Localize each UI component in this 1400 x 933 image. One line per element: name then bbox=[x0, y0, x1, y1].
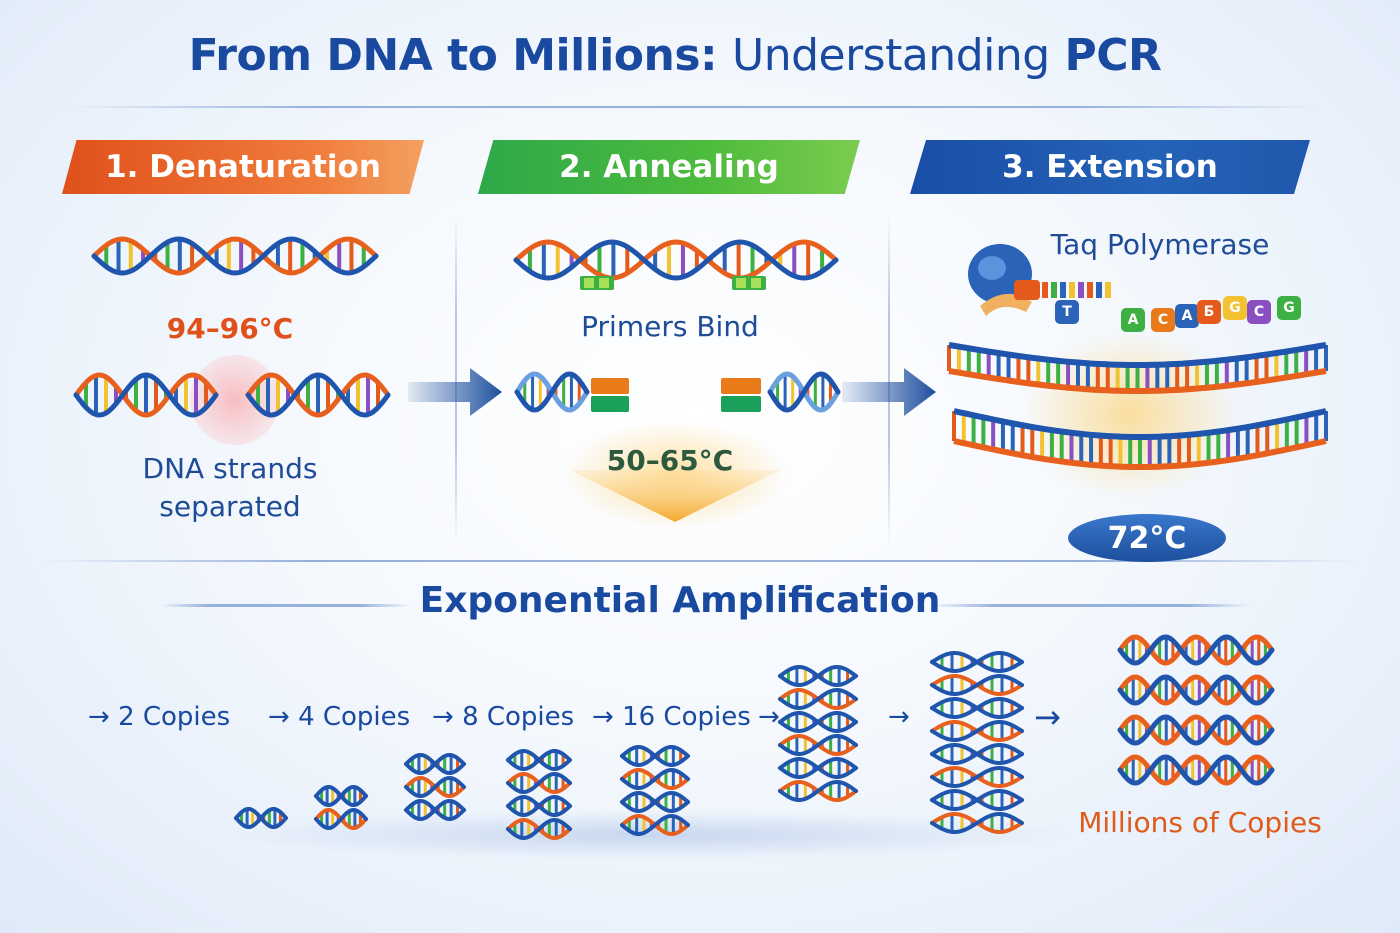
annealing-caption: Primers Bind bbox=[581, 310, 759, 343]
dna-copy-stack bbox=[404, 753, 466, 821]
annealing-temperature: 50–65°C bbox=[606, 444, 734, 477]
section-rule bbox=[40, 560, 1360, 562]
nucleotide-tile: T bbox=[1055, 300, 1079, 324]
arrow-right-icon bbox=[408, 368, 502, 416]
dna-millions-stack bbox=[1117, 634, 1275, 786]
single-strand-primer-right bbox=[721, 371, 841, 413]
dna-copy-stack bbox=[778, 665, 858, 802]
copy-count-16: → 16 Copies bbox=[592, 702, 751, 732]
amplification-heading: Exponential Amplification bbox=[419, 580, 941, 621]
heading-rule-right bbox=[930, 604, 1250, 607]
nucleotide-tile: G bbox=[1277, 296, 1301, 320]
nucleotide-tile: G bbox=[1223, 296, 1247, 320]
taq-polymerase-label: Taq Polymerase bbox=[1050, 228, 1270, 261]
arrow-right-icon: → bbox=[758, 702, 780, 732]
nucleotide-tile: A bbox=[1121, 308, 1145, 332]
dna-double-helix bbox=[91, 236, 379, 276]
copy-label: 16 Copies bbox=[622, 702, 751, 732]
title-part2: Understanding bbox=[731, 30, 1050, 81]
extending-strand-bottom bbox=[952, 408, 1328, 470]
dna-copy-stack bbox=[620, 745, 690, 836]
step-banner-annealing: 2. Annealing bbox=[478, 140, 860, 194]
title-part3: PCR bbox=[1064, 30, 1162, 81]
nucleotide-tile: C bbox=[1247, 300, 1271, 324]
copy-count-4: → 4 Copies bbox=[268, 702, 411, 732]
arrow-right-icon: → bbox=[1034, 698, 1061, 736]
arrow-right-icon: → bbox=[888, 702, 910, 732]
millions-caption: Millions of Copies bbox=[1078, 806, 1322, 839]
dna-copy-stack bbox=[506, 749, 572, 840]
step-banner-extension: 3. Extension bbox=[910, 140, 1310, 194]
extending-strand-top bbox=[947, 342, 1328, 394]
denaturation-caption: DNA strands separated bbox=[142, 452, 318, 523]
copy-count-2: → 2 Copies bbox=[88, 702, 231, 732]
dna-copy-stack bbox=[314, 785, 368, 830]
panel-divider bbox=[888, 215, 890, 545]
taq-polymerase-icon bbox=[968, 244, 1111, 316]
nucleotide-tile: A bbox=[1175, 304, 1199, 328]
dna-separating-helix bbox=[73, 372, 391, 418]
step-banner-denaturation: 1. Denaturation bbox=[62, 140, 424, 194]
panel-divider bbox=[455, 215, 457, 545]
nucleotide-tile: C bbox=[1151, 308, 1175, 332]
nucleotide-tile: Б bbox=[1197, 300, 1221, 324]
denaturation-temperature: 94–96°C bbox=[166, 312, 294, 345]
copy-count-8: → 8 Copies bbox=[432, 702, 575, 732]
dna-copy-stack bbox=[234, 807, 288, 829]
extension-temperature: 72°C bbox=[1068, 514, 1226, 562]
arrow-right-icon bbox=[842, 368, 936, 416]
title-part1: From DNA to Millions: bbox=[188, 30, 718, 81]
heading-rule-left bbox=[160, 604, 410, 607]
dna-copy-stack bbox=[930, 651, 1024, 834]
single-strand-primer-left bbox=[514, 371, 629, 413]
copy-label: 8 Copies bbox=[462, 702, 575, 732]
copy-label: 4 Copies bbox=[298, 702, 411, 732]
down-chevron-icon bbox=[570, 470, 780, 522]
dna-with-primers bbox=[513, 239, 839, 290]
page-title: From DNA to Millions: Understanding PCR bbox=[0, 30, 1350, 81]
title-rule bbox=[70, 106, 1320, 108]
copy-label: 2 Copies bbox=[118, 702, 231, 732]
